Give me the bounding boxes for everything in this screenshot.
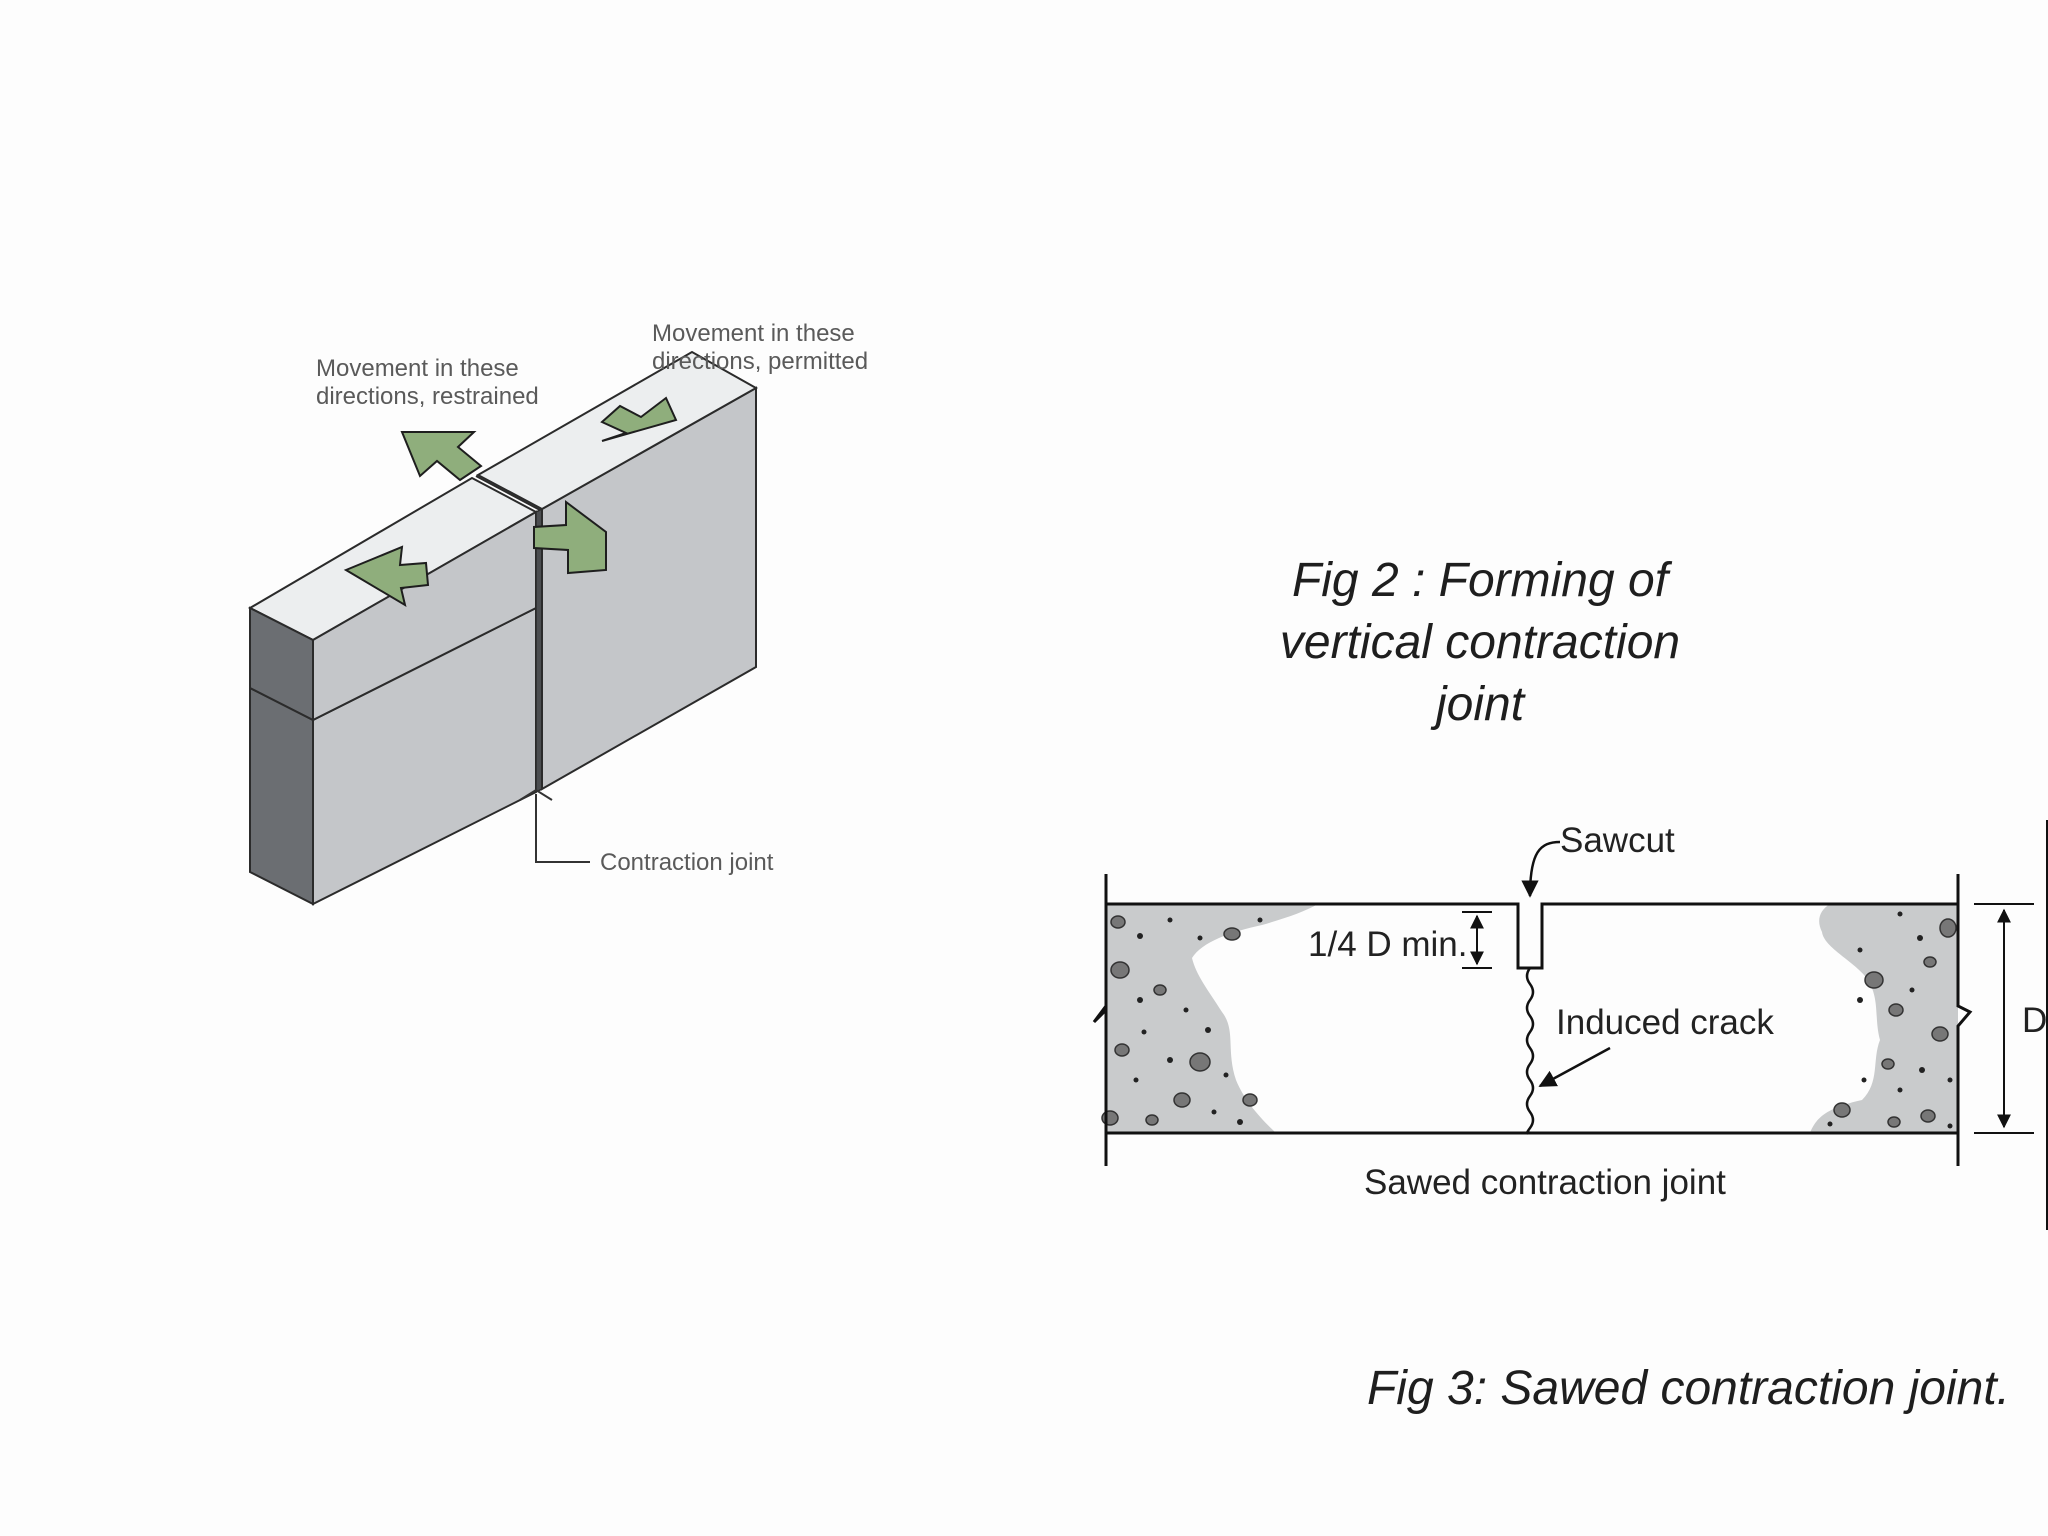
concrete-texture-right [1810,904,1958,1133]
arrow-restrained-back [400,431,483,482]
induced-crack-arrow [1538,1046,1611,1088]
label-sawed-contraction-joint: Sawed contraction joint [1364,1163,1726,1202]
label-movement-restrained: Movement in these directions, restrained [316,355,539,410]
quarter-depth-dimension [1462,911,1492,969]
label-sawcut: Sawcut [1560,821,1675,860]
sawcut-leader [1521,840,1561,898]
arrow-restrained-front [343,545,430,608]
contraction-joint-leader [519,788,590,863]
label-movement-permitted: Movement in these directions, permitted [652,320,868,375]
label-induced-crack: Induced crack [1556,1003,1774,1042]
label-depth-d: D [2022,1001,2047,1040]
induced-crack-line [1525,967,1535,1135]
fig3-caption: Fig 3: Sawed contraction joint. [1366,1362,2010,1415]
fig3-slab-diagram [1092,820,2048,1230]
arrow-permitted-front [533,500,607,575]
block-arrow-icon [343,396,678,608]
concrete-texture-left [1106,904,1318,1133]
fig2-wall-diagram [247,350,759,906]
zigzag-break-icon-right [1956,874,1973,1166]
label-quarter-depth-min: 1/4 D min. [1308,925,1468,964]
depth-dimension [1974,820,2048,1230]
label-contraction-joint: Contraction joint [600,849,774,876]
zigzag-break-icon-left [1092,874,1108,1166]
wall-right-top [475,350,759,511]
arrow-permitted-back [600,396,678,442]
fig2-caption: Fig 2 : Forming of vertical contraction … [1279,554,1681,731]
wall-end-face [249,686,314,906]
